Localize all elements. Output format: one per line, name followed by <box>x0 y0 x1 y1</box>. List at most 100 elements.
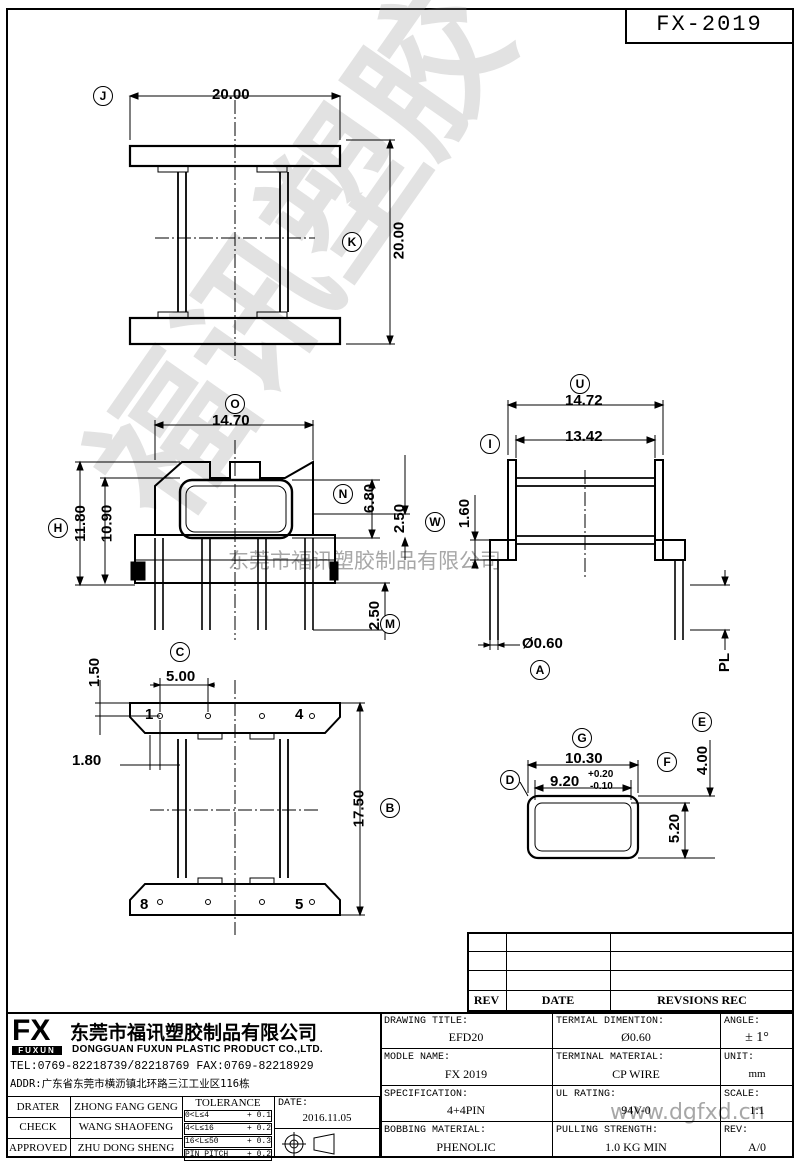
grid-line <box>380 1121 794 1122</box>
dim-e-value: 4.00 <box>694 745 712 776</box>
tolerance-row: PIN PITCH+ 0.2 <box>184 1149 272 1161</box>
tolerance-range: 0<L≤4 <box>185 1111 210 1120</box>
terminal-dim-label: TERMIAL DIMENTION: <box>556 1016 665 1027</box>
angle-value: ± 1° <box>745 1030 769 1045</box>
company-name-cn: 东莞市福讯塑胶制品有限公司 <box>70 1022 318 1044</box>
model-value: FX 2019 <box>444 1067 488 1081</box>
ul-value: 94V-0 <box>621 1103 651 1117</box>
watermark-center: 东莞市福讯塑胶制品有限公司 <box>228 549 501 573</box>
tolerance-row: 16<L≤50+ 0.3 <box>184 1136 272 1148</box>
rev-table-row-line <box>467 951 794 952</box>
bottom-view <box>95 678 365 935</box>
pin-4-label: 4 <box>295 706 304 723</box>
pin-5-label: 5 <box>295 896 304 913</box>
bobbing-value: PHENOLIC <box>436 1140 496 1154</box>
drater-label: DRATER <box>16 1101 60 1113</box>
dim-u-value: 14.72 <box>565 392 603 409</box>
dim-c2-value: 1.50 <box>86 657 104 688</box>
rev-table-row-line <box>467 990 794 991</box>
drawing-title-value: EFD20 <box>448 1030 484 1044</box>
date-header: DATE <box>541 993 575 1007</box>
drawing-title-label: DRAWING TITLE: <box>384 1016 469 1027</box>
rev-value: A/0 <box>748 1140 766 1154</box>
callout-a: A <box>530 660 550 680</box>
tolerance-value: + 0.1 <box>246 1111 271 1120</box>
company-logo: FX FUXUN <box>12 1016 64 1056</box>
dim-h-value: 11.80 <box>71 505 89 542</box>
logo-sub: FUXUN <box>12 1046 62 1055</box>
pulling-label: PULLING STRENGTH: <box>556 1125 659 1136</box>
tolerance-range: PIN PITCH <box>185 1150 229 1159</box>
scale-value: 1:1 <box>749 1103 765 1117</box>
pulling-value: 1.0 KG MIN <box>605 1140 667 1154</box>
rev-table <box>467 932 794 1012</box>
tolerance-value: + 0.3 <box>246 1137 271 1146</box>
bobbing-label: BOBBING MATERIAL: <box>384 1125 487 1136</box>
date-label: DATE: <box>278 1098 309 1109</box>
people-grid <box>6 1096 380 1158</box>
rev-table-row-line <box>467 970 794 971</box>
callout-e: E <box>692 712 712 732</box>
callout-f: F <box>657 752 677 772</box>
dim-o-value: 14.70 <box>212 412 250 429</box>
pin-8-label: 8 <box>140 896 149 913</box>
terminal-dim-value: Ø0.60 <box>621 1030 651 1044</box>
grid-line <box>380 1048 794 1049</box>
date-value: 2016.11.05 <box>302 1112 352 1124</box>
title-box <box>625 8 794 44</box>
tolerance-row: 4<L≤16+ 0.2 <box>184 1123 272 1135</box>
revisions-header: REVSIONS REC <box>657 993 747 1007</box>
ul-label: UL RATING: <box>556 1089 617 1100</box>
grid-line <box>182 1096 183 1158</box>
tolerance-range: 4<L≤16 <box>185 1124 214 1133</box>
front-view <box>75 420 410 640</box>
dim-g2-tol-plus: +0.20 <box>588 769 614 780</box>
grid-line <box>274 1096 275 1158</box>
technical-drawing <box>75 92 730 935</box>
window-detail <box>519 740 715 860</box>
unit-label: UNIT: <box>724 1052 755 1063</box>
grid-line <box>380 1085 794 1086</box>
top-view <box>128 92 395 360</box>
dim-n2-value: 2.50 <box>391 503 409 534</box>
callout-k: K <box>342 232 362 252</box>
rev-table-col-line <box>506 932 507 1012</box>
dim-pl-value: PL <box>716 652 734 673</box>
rev-table-col-line <box>610 932 611 1012</box>
pin-1-label: 1 <box>145 706 154 723</box>
callout-j: J <box>93 86 113 106</box>
dim-k-value: 20.00 <box>390 221 408 260</box>
callout-o: O <box>225 394 245 414</box>
grid-line <box>6 1138 182 1139</box>
dim-c-value: 5.00 <box>166 668 196 685</box>
specification-value: 4+4PIN <box>446 1103 486 1117</box>
check-label: CHECK <box>19 1121 57 1133</box>
company-name-en: DONGGUAN FUXUN PLASTIC PRODUCT CO.,LTD. <box>72 1044 323 1055</box>
dim-b-value: 17.50 <box>350 789 368 828</box>
watermark-url: www.dgfxd.cn <box>610 1100 765 1125</box>
dim-w-value: 1.60 <box>456 498 474 529</box>
side-view <box>470 400 730 650</box>
dim-h2-value: 10.90 <box>98 504 116 543</box>
approved-label: APPROVED <box>8 1142 68 1154</box>
drater-name: ZHONG FANG GENG <box>74 1101 178 1113</box>
callout-g: G <box>572 728 592 748</box>
company-tel: TEL:0769-82218739/82218769 FAX:0769-8221… <box>10 1060 314 1073</box>
dim-j-value: 20.00 <box>212 86 250 103</box>
callout-u: U <box>570 374 590 394</box>
dim-g-value: 10.30 <box>565 750 603 767</box>
projection-symbol-icon <box>282 1132 335 1156</box>
callout-n: N <box>333 484 353 504</box>
tolerance-row: 0<L≤4 + 0.1 <box>184 1110 272 1122</box>
logo-mark: FX <box>12 1014 51 1047</box>
callout-b: B <box>380 798 400 818</box>
rev-header: REV <box>473 993 500 1007</box>
dim-a-value: Ø0.60 <box>522 635 563 652</box>
company-addr: ADDR:广东省东莞市横沥镇北环路三江工业区116栋 <box>10 1078 250 1090</box>
model-label: MODLE NAME: <box>384 1052 451 1063</box>
tolerance-rows: 0<L≤4 + 0.1 4<L≤16+ 0.2 16<L≤50+ 0.3 PIN … <box>184 1110 272 1161</box>
scale-label: SCALE: <box>724 1089 761 1100</box>
drawing-number: FX-2019 <box>656 12 763 37</box>
rev-label: REV: <box>724 1125 749 1136</box>
tolerance-label: TOLERANCE <box>195 1097 261 1109</box>
